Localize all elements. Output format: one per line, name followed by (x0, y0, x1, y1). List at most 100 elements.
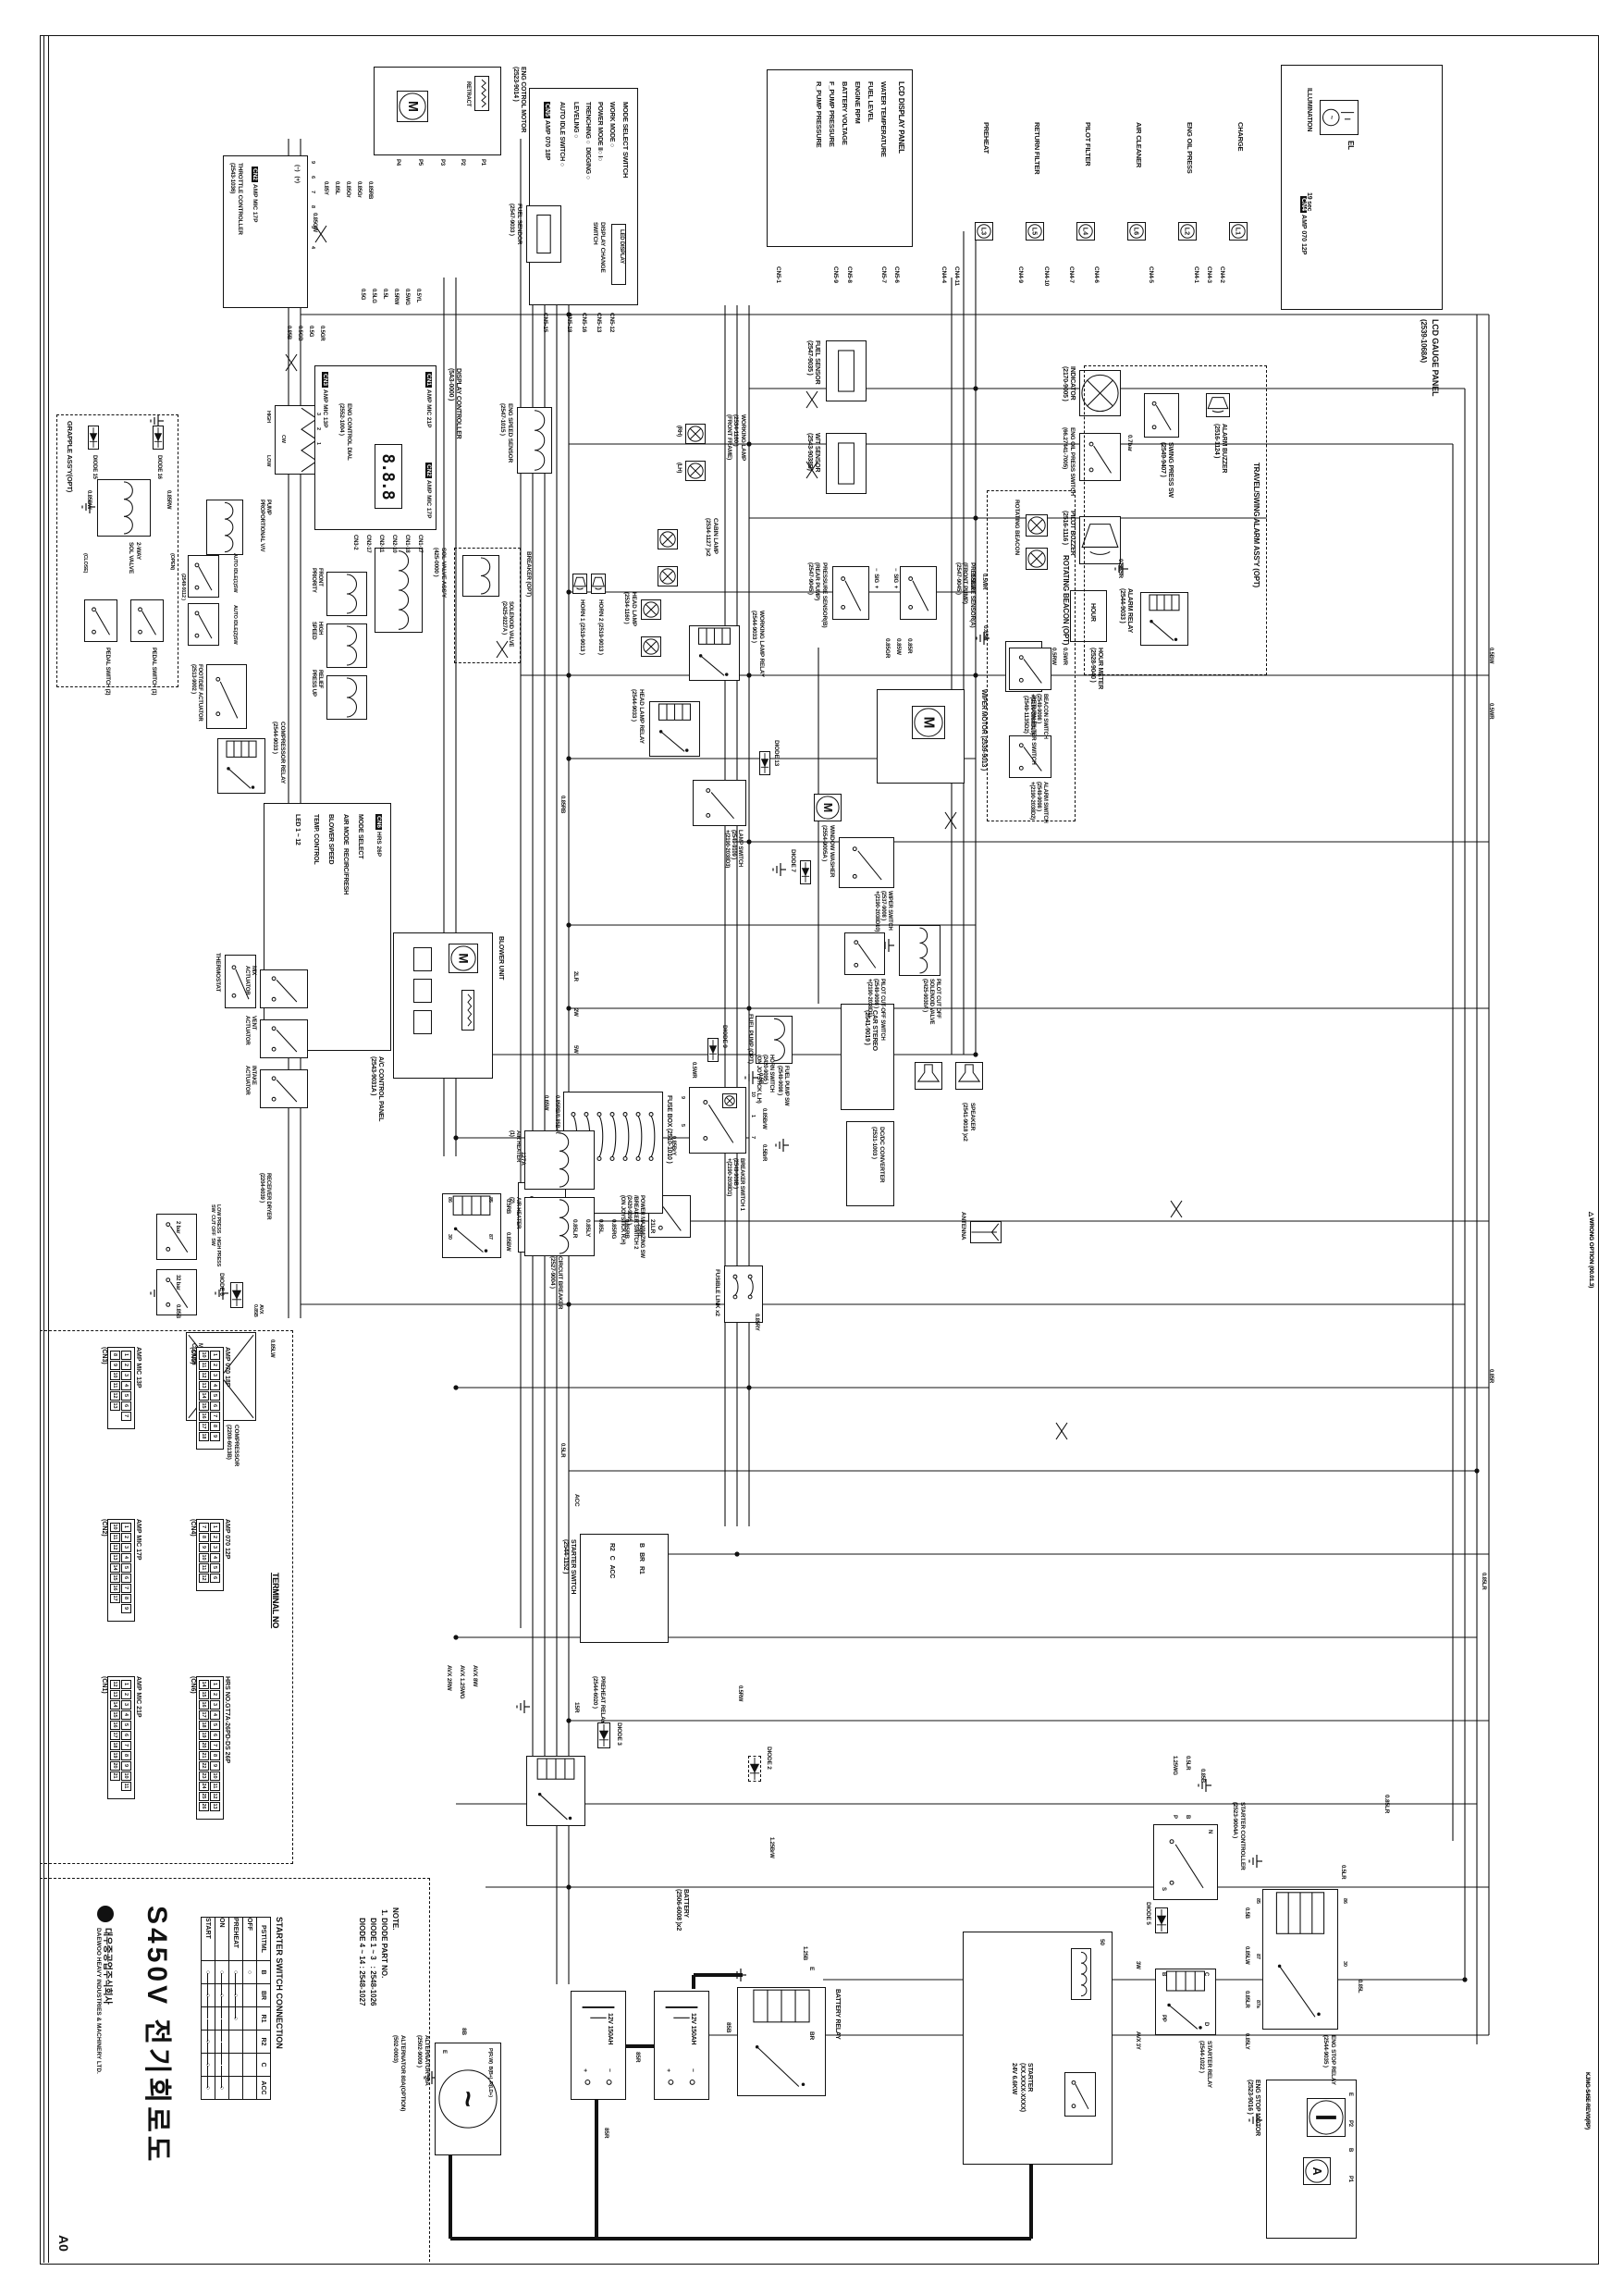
front-priority-sol-glyph-icon (346, 574, 357, 614)
diagram-label: PRESSURE SENSOR(A) (FRONT PUMP) (2547-90… (954, 562, 976, 628)
fuel-pump (756, 1016, 793, 1064)
diagram-label: CN5-6 (893, 266, 900, 283)
window-washer: M (814, 794, 842, 821)
connector-id: (CN6) (190, 1676, 196, 1694)
diagram-label: (LH) (676, 463, 682, 474)
pump-proportional-vv (206, 500, 243, 555)
starter-switch (580, 1534, 669, 1643)
lamp-switch-glyph-icon (706, 788, 734, 820)
diagram-label: 5 (680, 1124, 685, 1127)
speaker-2-glyph-icon (916, 1064, 941, 1082)
diagram-label: ENG STOP RELAY (2544-9035 ) (1322, 2035, 1336, 2085)
diagram-label: SOLENOID VALVE (2425-9227A ) (500, 601, 513, 648)
diagram-label: 0.85B (286, 326, 291, 340)
ground-symbol (81, 500, 95, 513)
diagram-label: 2-WAY SOL VALVE (128, 542, 141, 574)
mix-actuator-glyph-icon (271, 976, 298, 1003)
diagram-label: 0.5GB (297, 326, 302, 341)
pin-6: 6 (210, 1573, 221, 1583)
pin-7: 7 (121, 1740, 132, 1750)
diagram-label: DISPLAY CHANGE SWITCH (592, 222, 606, 273)
starter-table-heading: STARTER SWITCH CONNECTION (275, 1917, 284, 2049)
diagram-label: TRENCHING ○ DIGGING ○ (584, 102, 591, 179)
diagram-label: 0.85LY (584, 1219, 591, 1238)
edge-code: KJMG-S45E-REV/0(RP) (1584, 2072, 1590, 2129)
pin-16: 16 (110, 1720, 121, 1730)
diagram-label: CN4-3 (1206, 266, 1212, 283)
pilot-buzzer-glyph-icon (1081, 524, 1119, 555)
high-press-sw (156, 1269, 197, 1315)
diagram-label: CABIN LAMP (2534-1127 )x2 (705, 518, 719, 557)
diagram-label: 0.85RB (623, 1219, 630, 1239)
diagram-label: PILOT FILTER (1084, 122, 1092, 167)
diagram-label: BR (808, 2031, 815, 2040)
pressure-sensor-a (900, 566, 937, 620)
diagram-label: N (1207, 1830, 1212, 1834)
diagram-label: ROTATING BEACON (OPT) (1062, 555, 1070, 646)
diagram-label: 87a (1255, 2000, 1260, 2008)
table-cell: ○ (201, 2066, 215, 2100)
pin-13: 13 (210, 1801, 221, 1811)
working-lamp-relay (689, 625, 740, 681)
diagram-label: 0.85R (906, 638, 913, 654)
pin-6: 6 (121, 1573, 132, 1583)
pin-16: 16 (199, 1411, 210, 1421)
diagram-label: (CLOSE) (82, 553, 88, 574)
pin-8: 8 (210, 1750, 221, 1760)
diagram-label: ENG OIL PRESS (1186, 122, 1194, 174)
lamp-preheat-glyph-icon: L3 (977, 224, 991, 239)
table-cell: ○ (242, 1960, 257, 1984)
lamp-eng-oil-press-glyph-icon: L2 (1180, 224, 1195, 239)
diagram-label: B (1347, 2148, 1353, 2153)
diagram-label: INTAKE ACTUATOR (243, 1066, 256, 1095)
pin-15: 15 (110, 1573, 121, 1583)
connector-name: AMP MIC 17P (135, 1519, 141, 1561)
diagram-label: P1 (480, 159, 486, 166)
pilot-cutoff-valve-glyph-icon (919, 927, 928, 974)
diagram-label: 50 (1099, 1939, 1105, 1945)
working-lamp-1-glyph-icon (687, 426, 704, 442)
diagram-label: 9 (680, 1096, 685, 1099)
diode-16 (153, 426, 164, 450)
thermostat (225, 955, 256, 1008)
head-lamp-1-glyph-icon (643, 601, 659, 618)
diagram-label: F_PUMP PRESSURE (828, 81, 836, 147)
sol-valve-assy (375, 548, 423, 633)
swing-press-sw-glyph-icon (1151, 401, 1172, 431)
table-cell: ○ (201, 1960, 215, 1984)
blower-motor: M (449, 944, 478, 973)
pin-1: 1 (121, 1522, 132, 1532)
pin-1: 1 (121, 1350, 132, 1360)
svg-text:L5: L5 (1031, 228, 1039, 235)
diagram-label: 0.5G (308, 326, 314, 338)
beacon-switch (1009, 648, 1051, 690)
diagram-label: CN4-9 (1017, 266, 1024, 283)
air-heater-1-glyph-icon (559, 1132, 570, 1188)
pin-9: 9 (199, 1542, 210, 1552)
diagram-label: BLOWER SPEED (327, 814, 334, 865)
diagram-label: MODE SELECT (357, 814, 363, 859)
breaker-solenoid-glyph-icon (480, 557, 491, 595)
pin-14: 14 (199, 1390, 210, 1401)
diagram-label: CN4-7 (1068, 266, 1075, 283)
diode-13-glyph-icon (760, 753, 769, 773)
diagram-label: ENG COTROL MOTOR (2523-9014 ) (511, 67, 526, 133)
mix-actuator (260, 969, 308, 1008)
diagram-label: WATER TEMPERATURE (879, 81, 888, 157)
terminal-section-heading: TERMINAL NO (271, 1573, 280, 1629)
diagram-label: ALTERNATOR 80A(OPTION) (502-0003) (392, 2035, 406, 2112)
diagram-label: − SIG + (892, 568, 898, 589)
diagram-label: P2 (1347, 2120, 1353, 2127)
diagram-label: 87 (487, 1234, 493, 1240)
svg-text:~: ~ (452, 2091, 485, 2107)
pin-5: 5 (210, 1390, 221, 1401)
diagram-label: P1 (1347, 2176, 1353, 2182)
diagram-label: 1 (315, 442, 321, 445)
battery-2: −+ (571, 1991, 626, 2100)
diagram-label: 12V 150AH (607, 2013, 613, 2045)
pin-4: 4 (121, 1710, 132, 1720)
